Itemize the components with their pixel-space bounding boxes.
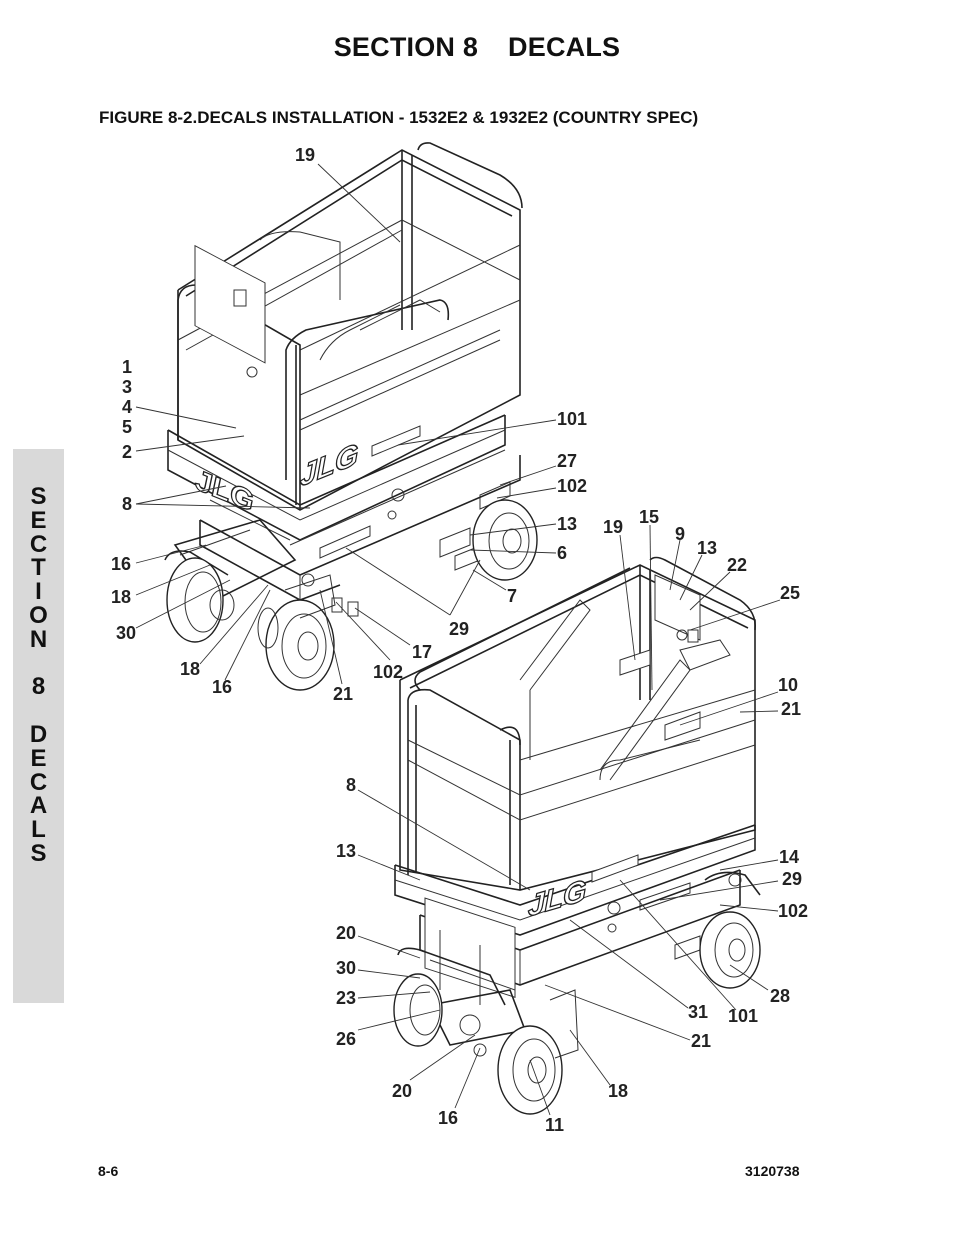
callout-label: 101 [557, 409, 587, 429]
side-tab-letter: 8 [31, 673, 46, 701]
upper-rear-wheel [472, 499, 538, 581]
callout-label: 1 [122, 357, 132, 377]
side-tab-letter: E [30, 744, 47, 772]
side-tab-letter: E [30, 506, 47, 534]
callout-label: 18 [180, 659, 200, 679]
callout-label: 20 [392, 1081, 412, 1101]
callout-label: 3 [122, 377, 132, 397]
callout-numbers: 19 1 3 4 5 2 101 27 102 8 13 6 16 18 7 3… [111, 145, 808, 1135]
document-number: 3120738 [745, 1163, 800, 1179]
side-tab-letters: S E C T I O N 8 D E C A L S [13, 485, 64, 866]
callout-label: 20 [336, 923, 356, 943]
callout-label: 13 [336, 841, 356, 861]
callout-label: 26 [336, 1029, 356, 1049]
callout-label: 16 [438, 1108, 458, 1128]
section-title: SECTION 8 DECALS [0, 32, 954, 63]
callout-label: 8 [122, 494, 132, 514]
section-name: DECALS [508, 32, 621, 62]
callout-label: 16 [111, 554, 131, 574]
callout-label: 31 [688, 1002, 708, 1022]
side-tab-letter: S [30, 839, 47, 867]
side-tab-letter: D [29, 720, 48, 748]
callout-label: 16 [212, 677, 232, 697]
lower-front-right-wheel [497, 1025, 563, 1115]
callout-label: 11 [545, 1115, 564, 1135]
callout-label: 29 [782, 869, 802, 889]
callout-label: 102 [373, 662, 403, 682]
lower-rear-wheel [699, 911, 761, 989]
callout-label: 101 [728, 1006, 758, 1026]
callout-label: 13 [697, 538, 717, 558]
callout-label: 6 [557, 543, 567, 563]
callout-label: 25 [780, 583, 800, 603]
side-tab-letter: I [35, 578, 42, 606]
callout-label: 23 [336, 988, 356, 1008]
side-tab-letter: T [31, 554, 46, 582]
callout-label: 18 [111, 587, 131, 607]
callout-label: 27 [557, 451, 577, 471]
callout-label: 4 [122, 397, 132, 417]
callout-label: 10 [778, 675, 798, 695]
side-tab-letter: N [29, 625, 48, 653]
callout-label: 21 [691, 1031, 711, 1051]
side-tab-letter: A [29, 792, 48, 820]
callout-label: 15 [639, 507, 659, 527]
lower-jlg-logo: JLG [528, 873, 586, 923]
side-tab-letter: L [31, 816, 46, 844]
callout-label: 17 [412, 642, 432, 662]
section-label: SECTION 8 [333, 32, 479, 62]
callout-label: 5 [122, 417, 132, 437]
upper-front-right-wheel [265, 599, 335, 691]
callout-label: 2 [122, 442, 132, 462]
section-side-tab: S E C T I O N 8 D E C A L S [13, 449, 64, 1003]
side-tab-letter: O [29, 601, 48, 629]
callout-label: 8 [346, 775, 356, 795]
callout-label: 7 [507, 586, 517, 606]
callout-label: 30 [336, 958, 356, 978]
callout-label: 102 [778, 901, 808, 921]
callout-label: 19 [603, 517, 623, 537]
side-tab-letter: S [30, 483, 47, 510]
side-tab-letter: C [29, 530, 48, 558]
side-tab-letter: C [29, 768, 48, 796]
figure-title: FIGURE 8-2.DECALS INSTALLATION - 1532E2 … [99, 108, 699, 127]
callout-label: 21 [333, 684, 353, 704]
callout-label: 18 [608, 1081, 628, 1101]
callout-label: 19 [295, 145, 315, 165]
callout-label: 9 [675, 524, 685, 544]
callout-label: 30 [116, 623, 136, 643]
upper-front-left-wheel [166, 557, 224, 643]
callout-label: 28 [770, 986, 790, 1006]
callout-label: 102 [557, 476, 587, 496]
upper-scissor-lift-illustration: JLG JLG [164, 142, 538, 691]
callout-label: 14 [779, 847, 799, 867]
lower-front-left-wheel [393, 973, 443, 1047]
callout-label: 21 [781, 699, 801, 719]
callout-label: 22 [727, 555, 747, 575]
page-number: 8-6 [98, 1163, 119, 1179]
callout-leader-lines [135, 163, 781, 1116]
callout-label: 13 [557, 514, 577, 534]
callout-label: 29 [449, 619, 469, 639]
